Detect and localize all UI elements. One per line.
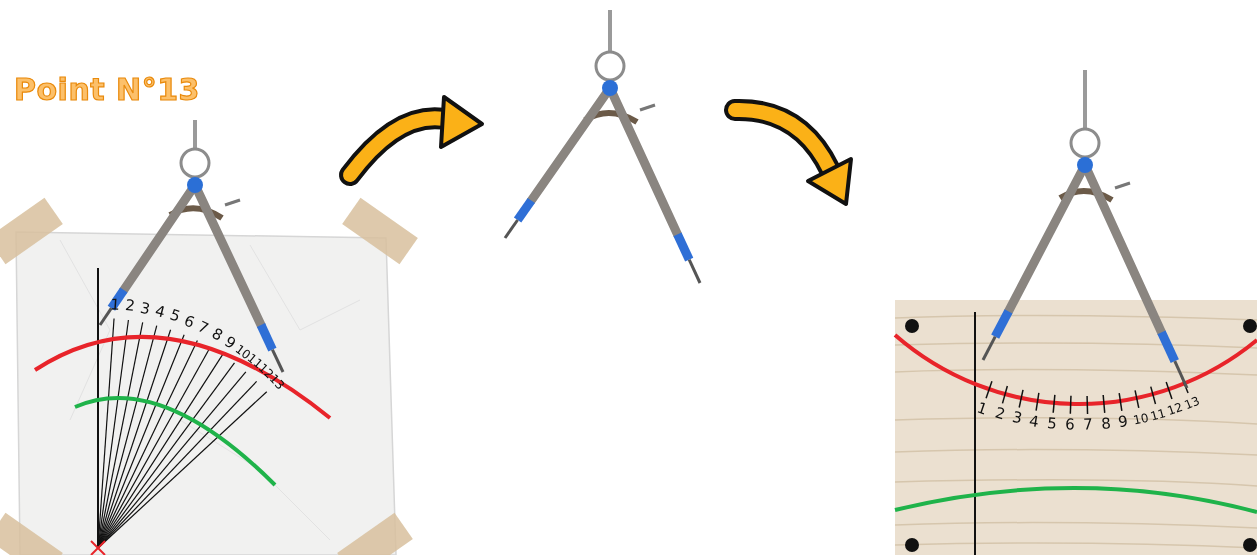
fan-line xyxy=(98,341,197,548)
curved-arrow xyxy=(350,97,482,175)
callout-number: 3 xyxy=(1011,410,1023,427)
callout-number: 8 xyxy=(209,326,225,344)
fan-line xyxy=(98,381,257,548)
callout-number: 1 xyxy=(110,297,121,313)
tick-mark xyxy=(1002,386,1007,403)
drawing-compass xyxy=(983,70,1187,388)
fan-lines xyxy=(98,319,267,548)
red-arc xyxy=(895,335,1257,404)
callout-number: 4 xyxy=(1029,413,1041,429)
wood-board xyxy=(895,300,1257,555)
title: Point N°13 xyxy=(14,72,200,107)
callout-number: 7 xyxy=(196,319,211,337)
nail-dot xyxy=(905,319,1257,552)
callout-number: 8 xyxy=(1100,416,1111,432)
callout-number: 6 xyxy=(1065,417,1075,432)
reference-line xyxy=(97,268,99,546)
callout-number: 12 xyxy=(1166,401,1184,417)
fan-line xyxy=(98,363,234,548)
callout-number: 1 xyxy=(976,400,990,417)
callout-number: 7 xyxy=(1083,417,1093,432)
fan-line xyxy=(98,335,184,548)
tick-mark xyxy=(1019,390,1023,408)
tick-mark xyxy=(1053,395,1055,413)
tape-strip xyxy=(0,198,418,555)
tick-mark xyxy=(1151,387,1156,404)
callout-number: 13 xyxy=(1183,395,1202,412)
tick-mark xyxy=(986,381,992,398)
callout-number: 3 xyxy=(139,300,151,317)
paper-sheet xyxy=(16,232,396,555)
tick-mark xyxy=(1086,396,1088,414)
fan-line xyxy=(98,330,171,548)
callout-number: 6 xyxy=(182,313,196,330)
callout-number: 2 xyxy=(993,405,1006,422)
callout-number: 5 xyxy=(168,308,182,325)
callout-number: 5 xyxy=(1047,416,1058,432)
callout-number: 4 xyxy=(154,304,167,321)
green-arc xyxy=(75,398,275,485)
fan-line xyxy=(98,355,223,548)
green-arc xyxy=(895,488,1257,512)
fan-line xyxy=(98,326,157,548)
drawing-compass xyxy=(100,120,283,372)
drawing-compass xyxy=(505,10,700,283)
tick-mark xyxy=(1036,393,1039,411)
curved-arrow xyxy=(735,110,851,204)
callout-number: 2 xyxy=(125,298,136,314)
tick-mark xyxy=(1166,382,1172,399)
tick-mark xyxy=(1119,393,1122,411)
reference-line xyxy=(974,312,976,555)
tick-mark xyxy=(1103,395,1105,413)
tick-mark xyxy=(1070,396,1072,414)
callout-number: 10 xyxy=(1132,411,1149,426)
red-cross xyxy=(91,541,105,555)
tick-mark xyxy=(1135,390,1139,408)
callout-number: 11 xyxy=(1149,407,1167,423)
callout-number: 9 xyxy=(1118,414,1130,430)
